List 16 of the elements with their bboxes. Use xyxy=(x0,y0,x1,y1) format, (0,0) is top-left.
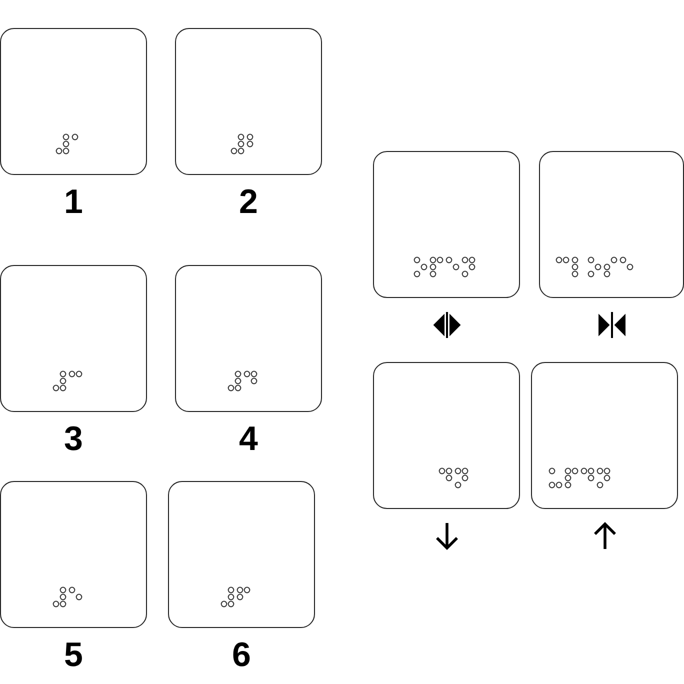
elevator-button xyxy=(168,481,315,628)
elevator-button xyxy=(0,265,147,412)
elevator-button xyxy=(539,151,684,298)
elevator-button xyxy=(373,151,520,298)
elevator-button xyxy=(175,265,322,412)
floor-number: 1 xyxy=(63,183,84,221)
elevator-button xyxy=(0,481,147,628)
elevator-button xyxy=(175,28,322,175)
floor-number: 2 xyxy=(238,183,259,221)
floor-number: 3 xyxy=(63,420,84,458)
floor-number: 6 xyxy=(231,636,252,674)
floor-number: 5 xyxy=(63,636,84,674)
elevator-button xyxy=(373,362,520,509)
elevator-button xyxy=(0,28,147,175)
floor-number: 4 xyxy=(238,420,259,458)
elevator-button xyxy=(531,362,678,509)
